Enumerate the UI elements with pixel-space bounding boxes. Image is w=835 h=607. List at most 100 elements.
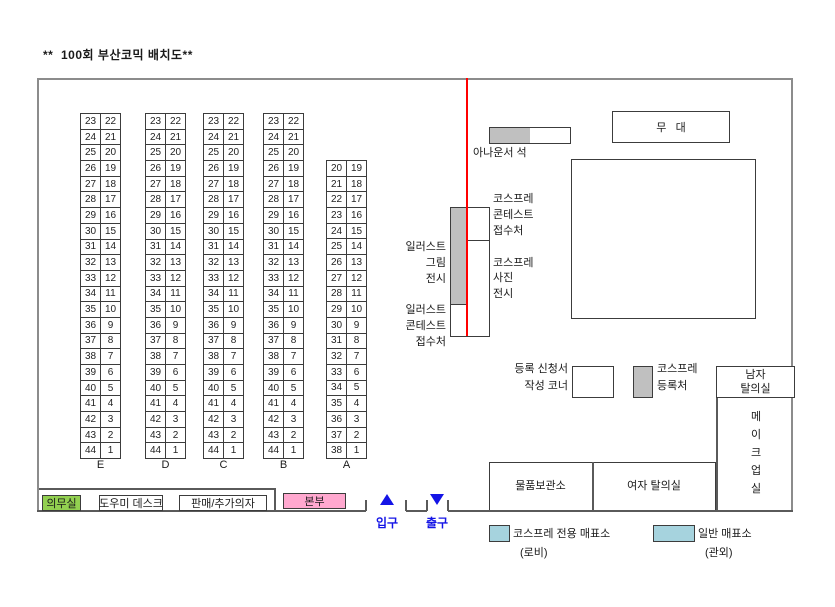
booth-cell: 42 [80,411,101,428]
booth-cell: 6 [346,363,367,381]
booth-cell: 34 [263,285,284,303]
registration-form-label: 작성 코너 [524,380,568,392]
booth-cell: 15 [100,222,121,240]
booth-cell: 18 [100,175,121,193]
booth-cell: 41 [80,395,101,413]
announcer-seat-label: 아나운서 석 [473,147,527,159]
men-changing-room-label: 남자 [745,369,766,381]
booth-cell: 20 [283,144,304,162]
booth-cell: 8 [283,332,304,350]
booth-cell: 29 [145,207,166,224]
general-ticket-office-sublabel: (관외) [705,547,733,559]
booth-cell: 7 [223,348,244,365]
booth-cell: 23 [326,207,347,224]
general-ticket-office-swatch [653,525,695,542]
booth-cell: 22 [165,113,186,130]
booth-cell: 5 [100,379,121,397]
booth-cell: 22 [100,113,121,130]
booth-cell: 17 [223,191,244,209]
door-jamb [405,500,407,511]
booth-cell: 41 [263,395,284,413]
grid-label-a: A [342,459,351,471]
booth-cell: 42 [203,411,224,428]
general-ticket-office-label: 일반 매표소 [698,528,752,540]
booth-cell: 11 [283,285,304,303]
registration-form-box [572,366,614,398]
booth-cell: 6 [283,364,304,381]
booth-cell: 7 [165,348,186,365]
storage-divider-wall [592,462,594,511]
booth-cell: 36 [326,411,347,428]
booth-cell: 12 [223,269,244,287]
booth-cell: 43 [80,426,101,444]
booth-cell: 44 [263,442,284,460]
booth-cell: 10 [283,301,304,318]
headquarters-label: 본부 [304,496,325,508]
booth-cell: 27 [263,175,284,193]
booth-cell: 2 [346,426,367,444]
booth-cell: 34 [145,285,166,303]
booth-cell: 27 [203,175,224,193]
booth-cell: 11 [223,285,244,303]
booth-cell: 33 [326,363,347,381]
bottom-wall-step [39,488,275,490]
booth-cell: 5 [223,379,244,397]
booth-cell: 1 [100,442,121,460]
booth-cell: 38 [263,348,284,365]
booth-cell: 31 [326,332,347,350]
booth-cell: 19 [223,160,244,177]
booth-cell: 16 [100,207,121,224]
announcer-seat-box [489,127,571,144]
door-jamb [426,500,428,511]
booth-cell: 6 [223,364,244,381]
booth-cell: 43 [145,426,166,444]
makeup-room-wall [716,398,718,511]
booth-cell: 32 [145,254,166,271]
registration-form-label: 등록 신청서 [514,363,568,375]
sales-extra-chairs-box: 판매/추가의자 [179,495,267,511]
booth-cell: 8 [223,332,244,350]
booth-cell: 30 [203,222,224,240]
booth-cell: 26 [263,160,284,177]
booth-cell: 12 [100,269,121,287]
grid-label-c: C [219,459,228,471]
illust-exhibit-label: 전시 [425,273,446,285]
booth-cell: 24 [326,222,347,240]
infirmary-label: 의무실 [46,498,77,510]
cosplay-contest-label: 콘테스트 [493,209,534,221]
booth-cell: 8 [165,332,186,350]
booth-cell: 21 [100,128,121,146]
booth-cell: 36 [203,316,224,334]
booth-cell: 3 [100,411,121,428]
cosplay-photo-box [467,240,490,337]
booth-cell: 32 [203,254,224,271]
booth-cell: 11 [165,285,186,303]
booth-cell: 3 [223,411,244,428]
